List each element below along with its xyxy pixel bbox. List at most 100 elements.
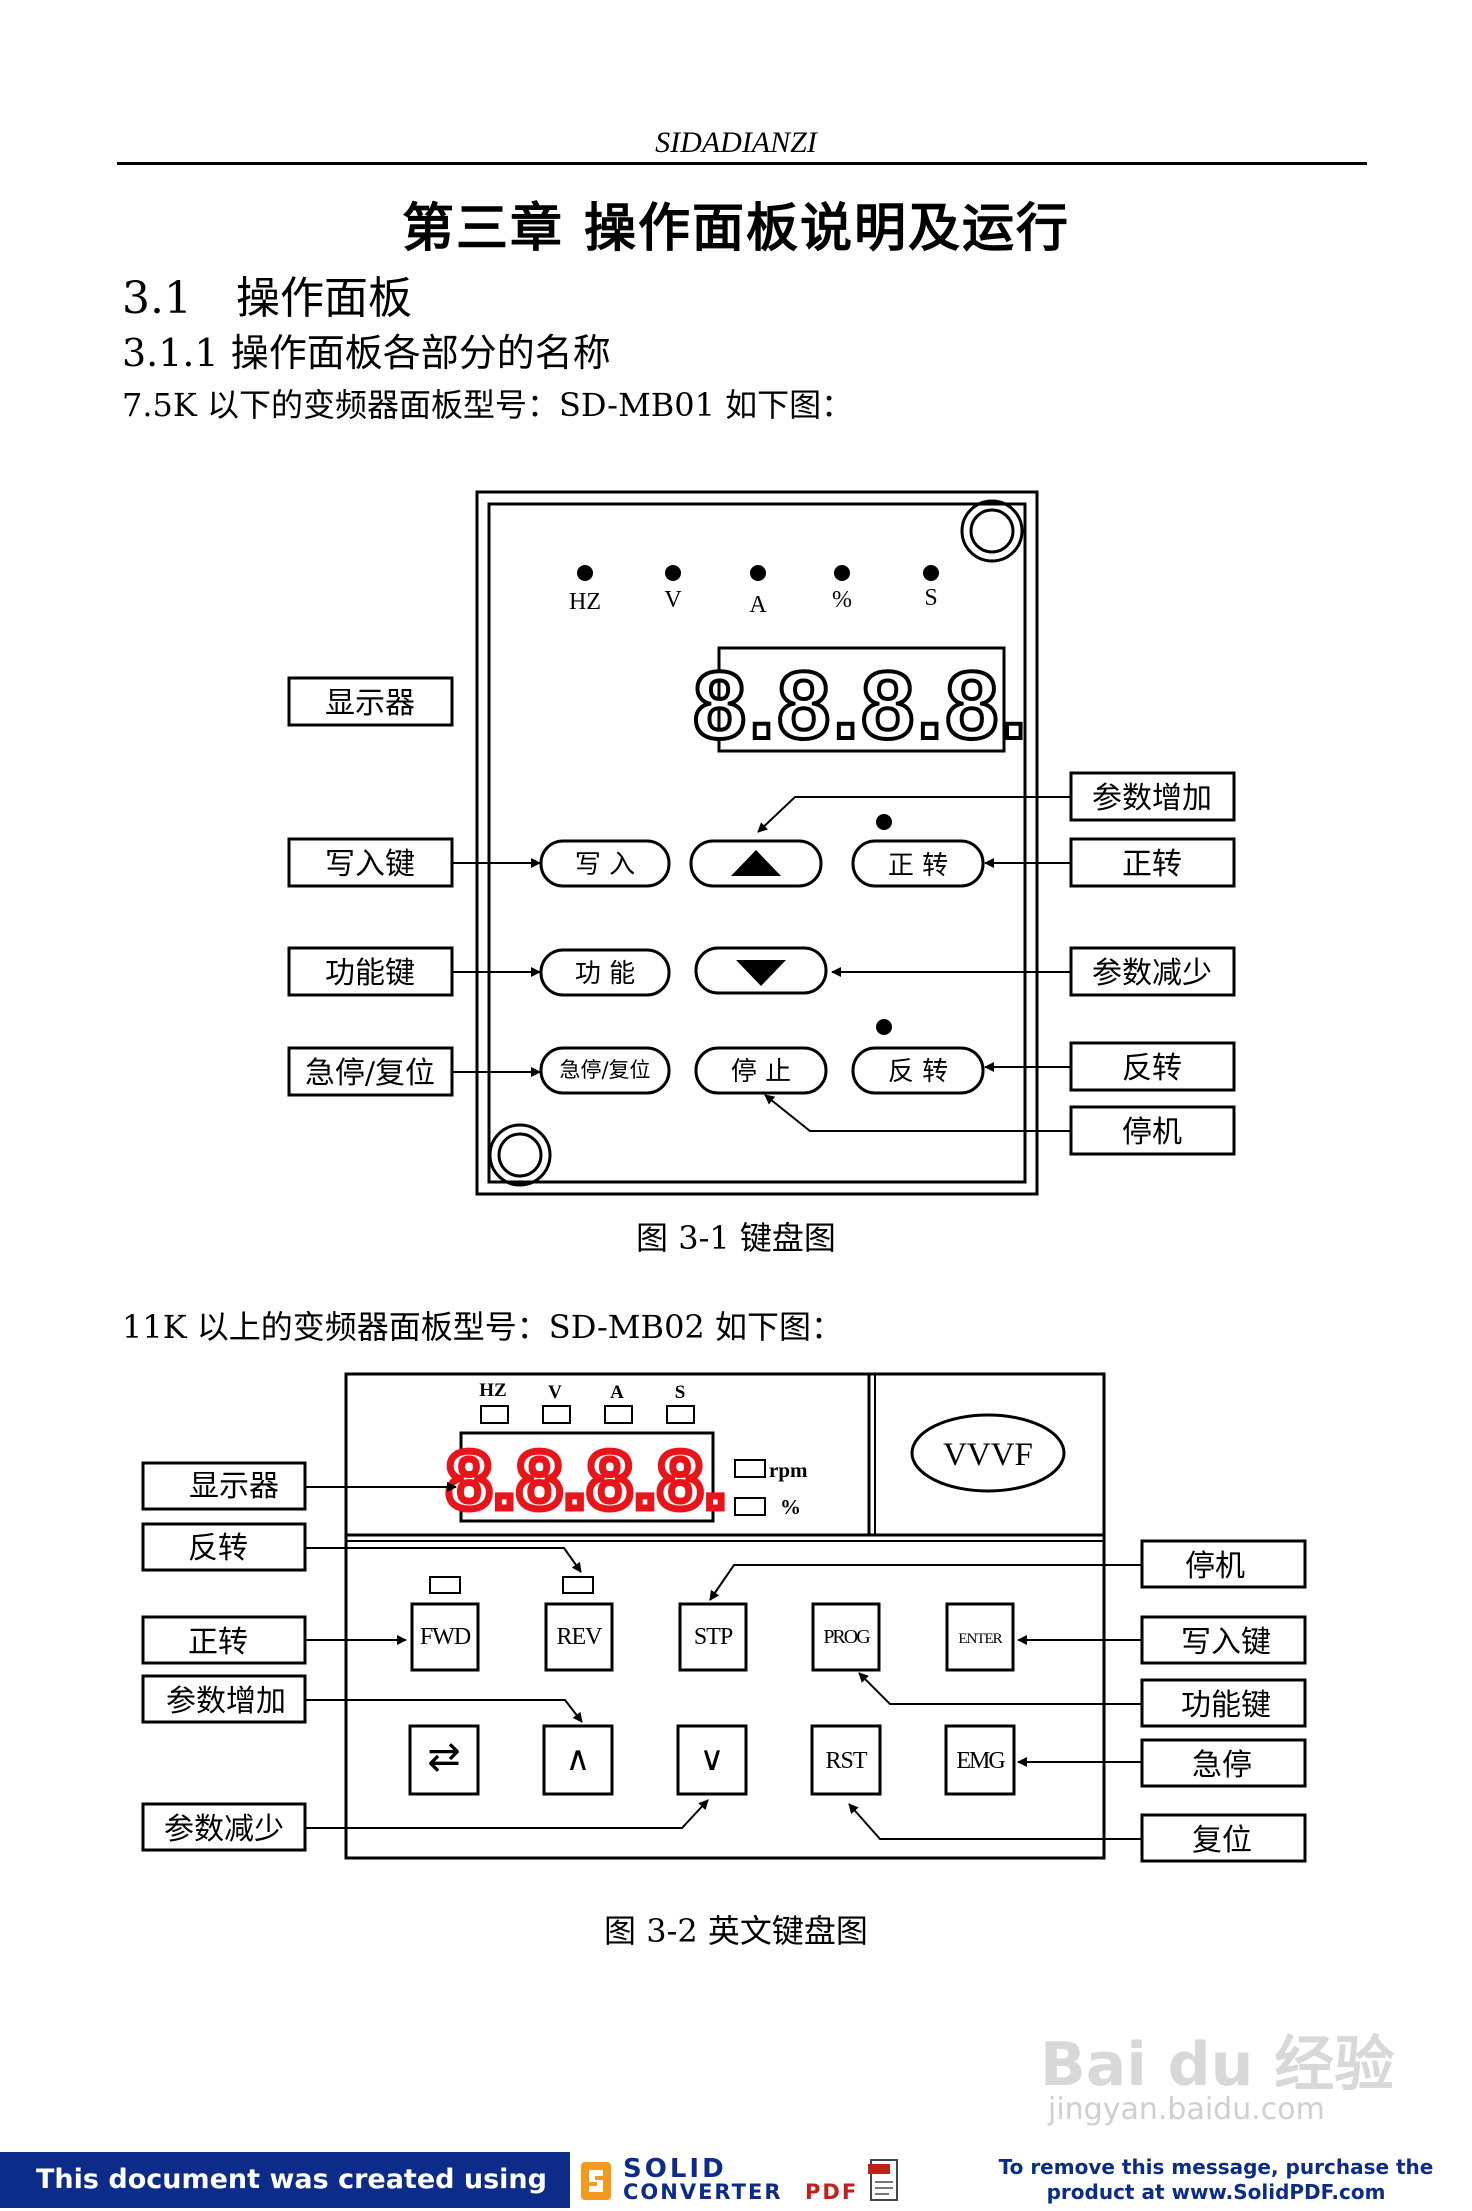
- up-arrow-icon: [731, 850, 781, 876]
- function-button-label: 功 能: [575, 959, 635, 989]
- footer-logo[interactable]: SOLID CONVERTER PDF: [575, 2152, 905, 2208]
- indicator-hz-led: [577, 565, 593, 581]
- pdf-document-icon: [868, 2159, 898, 2201]
- emergency-reset-button-label: 急停/复位: [559, 1058, 650, 1082]
- f2-hz-led: [480, 1405, 509, 1424]
- f2-label-function-key: 功能键: [1181, 1688, 1271, 1723]
- f2-brand-badge: [910, 1413, 1066, 1493]
- page-header: SIDADIANZI: [655, 126, 817, 159]
- screw-top-right-icon: [960, 499, 1024, 563]
- indicator-pct-led: [834, 565, 850, 581]
- f2-a-led: [604, 1405, 633, 1424]
- f2-v-led: [542, 1405, 571, 1424]
- f2-unit-rpm: rpm: [769, 1458, 808, 1482]
- indicator-hz-label: HZ: [569, 589, 601, 615]
- shift-button: [408, 1724, 480, 1796]
- figure-2-keypad-diagram: HZ V A S 8.8.8.8. rpm % VVVF 显示器 反转 正转 参…: [141, 1372, 1307, 1863]
- function-button: [539, 948, 671, 997]
- f2-indicator-v-label: V: [548, 1382, 562, 1403]
- reverse-button-label: 反 转: [888, 1057, 948, 1087]
- indicator-v-label: V: [664, 587, 682, 613]
- indicator-s-led: [923, 565, 939, 581]
- emg-button-label: EMG: [956, 1748, 1005, 1774]
- f2-label-param-decrease: 参数减少: [164, 1812, 284, 1847]
- stp-button-label: STP: [694, 1624, 733, 1650]
- label-stop: 停机: [1122, 1115, 1182, 1150]
- f2-label-param-increase: 参数增加: [166, 1684, 286, 1719]
- label-param-decrease: 参数减少: [1092, 956, 1212, 991]
- label-forward: 正转: [1122, 847, 1182, 882]
- rev-button: [544, 1602, 614, 1672]
- f2-label-display: 显示器: [189, 1469, 279, 1504]
- increase-button: [542, 1724, 614, 1796]
- decrease-button: [676, 1724, 748, 1796]
- figure-1-caption: 图 3-1 键盘图: [636, 1219, 836, 1257]
- label-reverse: 反转: [1122, 1051, 1182, 1086]
- intro-mb01: 7.5K 以下的变频器面板型号：SD-MB01 如下图：: [122, 386, 854, 424]
- fwd-button: [410, 1602, 480, 1672]
- footer-purchase-message[interactable]: To remove this message, purchase the pro…: [960, 2152, 1472, 2211]
- footer-purchase-line1: To remove this message, purchase the: [998, 2155, 1434, 2179]
- f2-label-reverse: 反转: [188, 1531, 248, 1566]
- footer-purchase-line2[interactable]: product at www.SolidPDF.com: [1046, 2180, 1386, 2204]
- indicator-s-label: S: [924, 585, 937, 611]
- decrease-icon: ∨: [700, 1739, 725, 1779]
- indicator-v-led: [665, 565, 681, 581]
- footer-logo-pdf: PDF: [805, 2180, 859, 2204]
- up-button: [689, 839, 823, 888]
- write-button: [539, 839, 671, 888]
- reverse-led: [876, 1019, 892, 1035]
- watermark-url: jingyan.baidu.com: [1048, 2092, 1325, 2127]
- led-display-digits: 8.8.8.8.: [693, 652, 1029, 759]
- intro-mb02: 11K 以上的变频器面板型号：SD-MB02 如下图：: [122, 1308, 843, 1346]
- emg-button: [944, 1724, 1016, 1796]
- label-emergency-reset: 急停/复位: [305, 1056, 435, 1091]
- stp-button: [678, 1602, 748, 1672]
- rst-button: [810, 1724, 882, 1796]
- label-function-key: 功能键: [325, 956, 415, 991]
- down-button: [694, 946, 828, 995]
- forward-led: [876, 814, 892, 830]
- emergency-reset-button: [539, 1046, 671, 1095]
- f2-s-led: [666, 1405, 695, 1424]
- prog-button-label: PROG: [823, 1626, 870, 1648]
- stop-button: [694, 1046, 828, 1095]
- solid-converter-logo-icon: [581, 2162, 611, 2200]
- f2-indicator-a-label: A: [610, 1382, 624, 1403]
- led-display: [717, 646, 1006, 753]
- reverse-button: [851, 1046, 985, 1095]
- f2-brand-label: VVVF: [943, 1437, 1033, 1473]
- chapter-title: 第三章 操作面板说明及运行: [401, 199, 1071, 259]
- fwd-led: [429, 1576, 461, 1594]
- forward-button-label: 正 转: [888, 851, 948, 881]
- shift-arrows-icon: ⇄: [427, 1734, 461, 1780]
- footer-logo-converter: CONVERTER: [623, 2180, 783, 2204]
- f2-label-forward: 正转: [188, 1625, 248, 1660]
- f2-indicator-s-label: S: [675, 1382, 686, 1403]
- section-title: 3.1 操作面板: [122, 273, 412, 324]
- rev-led: [562, 1576, 594, 1594]
- label-param-increase: 参数增加: [1092, 781, 1212, 816]
- indicator-a-label: A: [749, 592, 767, 618]
- f2-led-display-digits: 8.8.8.8.: [446, 1435, 728, 1526]
- prog-button: [811, 1602, 881, 1672]
- f2-label-emergency: 急停: [1192, 1748, 1252, 1783]
- stop-button-label: 停 止: [731, 1057, 791, 1087]
- increase-icon: ∧: [566, 1739, 591, 1779]
- write-button-label: 写 入: [575, 850, 635, 880]
- f2-led-display: [459, 1431, 715, 1523]
- header-rule: [117, 162, 1367, 165]
- f2-label-stop: 停机: [1185, 1549, 1245, 1584]
- enter-button-label: ENTER: [958, 1631, 1002, 1647]
- rst-button-label: RST: [825, 1748, 867, 1774]
- footer-logo-solid: SOLID: [623, 2154, 727, 2184]
- watermark-brand: Bai du 经验: [1040, 2030, 1395, 2100]
- enter-button: [945, 1602, 1015, 1672]
- figure-1-keypad-diagram: HZ V A % S 8.8.8.8. 显示器 写入键 功能键 急停/复位 参数…: [287, 490, 1236, 1196]
- figure-2-caption: 图 3-2 英文键盘图: [604, 1912, 868, 1950]
- indicator-pct-label: %: [832, 587, 852, 613]
- label-write-key: 写入键: [325, 847, 415, 882]
- subsection-title: 3.1.1 操作面板各部分的名称: [122, 331, 611, 375]
- footer-created-using: This document was created using: [0, 2152, 570, 2208]
- f2-unit-pct: %: [780, 1495, 801, 1519]
